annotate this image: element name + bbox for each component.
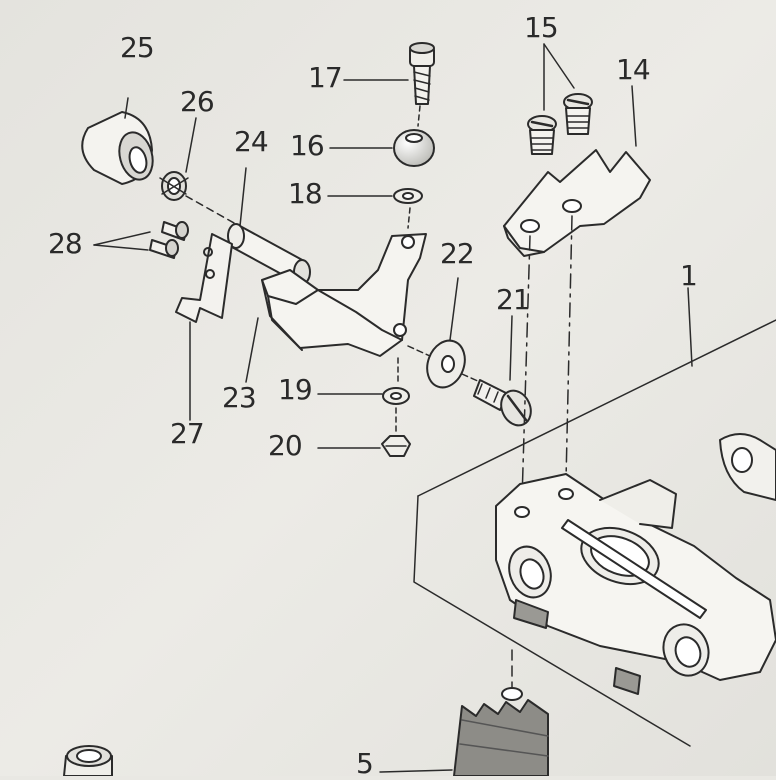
label-17: 17: [308, 61, 343, 94]
label-23: 23: [222, 381, 257, 414]
label-15: 15: [524, 11, 559, 44]
part-27-bracket: [175, 233, 233, 421]
part-15-screws: [527, 43, 593, 155]
label-27: 27: [170, 417, 205, 450]
label-19: 19: [278, 373, 313, 406]
label-14: 14: [616, 53, 651, 86]
part-17-screw: [343, 42, 435, 127]
label-16: 16: [290, 129, 325, 162]
part-14-plate: [503, 85, 651, 501]
part-22-washer: [407, 277, 481, 389]
label-28: 28: [48, 227, 83, 260]
part-18-washer: [327, 188, 423, 229]
label-24: 24: [234, 125, 269, 158]
label-20: 20: [268, 429, 303, 462]
label-21: 21: [496, 283, 531, 316]
part-16-ball: [329, 129, 435, 167]
part-1-main-block: [413, 287, 776, 747]
part-20-nut: [317, 407, 411, 457]
part-25-sleeve: [81, 97, 154, 185]
label-5: 5: [356, 747, 374, 780]
label-18: 18: [288, 177, 323, 210]
partial-sleeve-bottom: [63, 745, 113, 777]
part-21-screw: [473, 315, 532, 427]
part-23-lever: [245, 233, 427, 383]
part-19-washer: [317, 357, 410, 405]
label-25: 25: [120, 31, 155, 64]
part-5-feed-dog: [379, 649, 549, 777]
part-28-screws: [93, 221, 189, 259]
label-22: 22: [440, 237, 475, 270]
label-1: 1: [680, 259, 698, 292]
label-26: 26: [180, 85, 215, 118]
part-26-spring: [159, 117, 197, 201]
